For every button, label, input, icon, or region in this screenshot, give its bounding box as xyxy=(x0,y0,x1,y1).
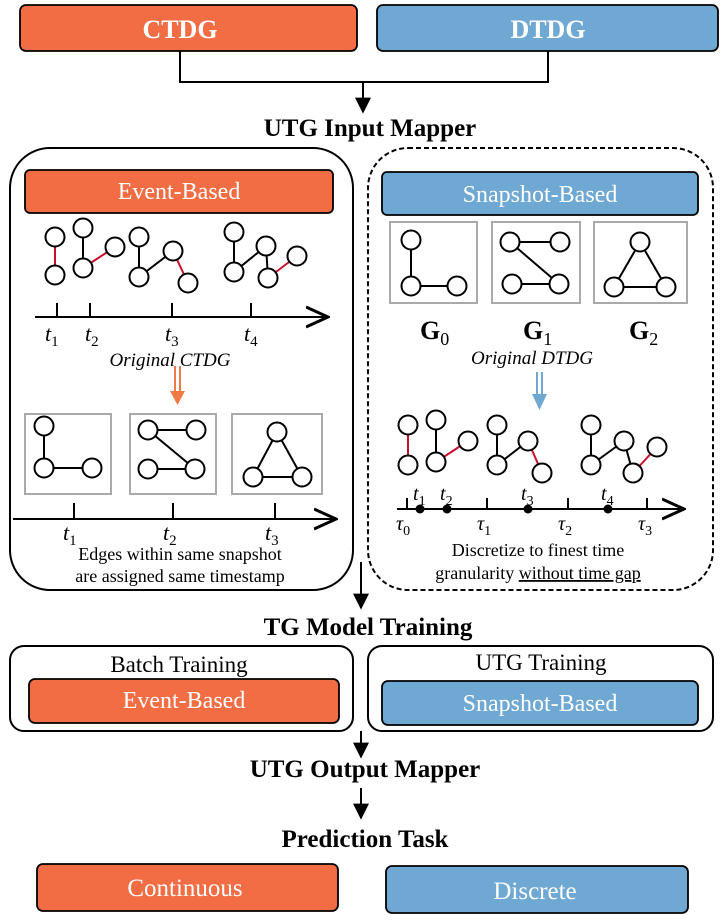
graph-label-g1: G1 xyxy=(523,316,552,349)
input-mapper-title: UTG Input Mapper xyxy=(264,115,477,142)
graph-label-g2: G2 xyxy=(629,316,658,349)
prediction-title: Prediction Task xyxy=(282,826,449,853)
dtdg-tick-t2: t2 xyxy=(440,483,453,509)
original-ctdg-caption: Original CTDG xyxy=(110,350,231,371)
snapshot-panel-header: Snapshot-Based xyxy=(463,182,618,208)
model-training-title: TG Model Training xyxy=(264,614,473,641)
without-time-gap-underlined: without time gap xyxy=(519,563,641,583)
dtdg-timeline: t1 t2 t3 t4 τ0 τ1 τ2 τ3 xyxy=(396,483,684,539)
ctdg-tick-t1: t1 xyxy=(45,321,59,350)
dtdg-tau-1: τ1 xyxy=(477,513,491,539)
snapshot-based-panel: Snapshot-Based G0 G1 G2 xyxy=(367,147,714,591)
discrete-box: Discrete xyxy=(385,865,689,914)
dtdg-tick-t3: t3 xyxy=(521,483,534,509)
event-transform-arrow xyxy=(170,366,185,405)
discrete-label: Discrete xyxy=(493,878,576,905)
event-based-panel: Event-Based xyxy=(9,147,354,591)
continuous-label: Continuous xyxy=(127,875,242,902)
dtdg-label: DTDG xyxy=(510,15,585,44)
ctdg-event-graphs xyxy=(44,217,308,294)
dtdg-tick-t1: t1 xyxy=(413,483,426,509)
ctdg-tick-t4: t4 xyxy=(244,321,258,350)
snapshot-tick-t1: t1 xyxy=(63,520,77,549)
batch-training-panel: Batch Training Event-Based xyxy=(9,645,354,732)
dtdg-snapshot-frames xyxy=(389,221,688,304)
dtdg-tau-0: τ0 xyxy=(396,513,410,539)
batch-training-title: Batch Training xyxy=(110,652,248,677)
event-note-line2: are assigned same timestamp xyxy=(75,566,284,586)
output-mapper-title: UTG Output Mapper xyxy=(250,756,481,783)
utg-snapshot-based-label: Snapshot-Based xyxy=(463,691,618,717)
ctdg-snapshot-timeline: t1 t2 t3 xyxy=(13,503,336,549)
event-panel-header: Event-Based xyxy=(118,179,241,205)
dtdg-tau-2: τ2 xyxy=(558,513,572,539)
dtdg-box: DTDG xyxy=(376,4,719,52)
utg-training-title: UTG Training xyxy=(476,650,607,675)
batch-event-based-label: Event-Based xyxy=(123,688,246,714)
continuous-box: Continuous xyxy=(36,863,339,912)
ctdg-box: CTDG xyxy=(19,4,358,52)
ctdg-label: CTDG xyxy=(142,15,217,44)
dtdg-event-graphs xyxy=(397,409,668,484)
ctdg-snapshot-frames xyxy=(24,413,323,495)
snapshot-tick-t3: t3 xyxy=(265,520,279,549)
ctdg-tick-t2: t2 xyxy=(85,321,99,350)
dtdg-tick-t4: t4 xyxy=(601,483,614,509)
original-dtdg-caption: Original DTDG xyxy=(471,348,593,369)
snapshot-note-line1: Discretize to finest time xyxy=(452,540,624,560)
ctdg-tick-t3: t3 xyxy=(165,321,179,350)
event-note-line1: Edges within same snapshot xyxy=(78,544,281,564)
utg-training-panel: UTG Training Snapshot-Based xyxy=(367,645,714,732)
graph-label-g0: G0 xyxy=(420,316,449,349)
merge-connector xyxy=(179,51,549,114)
snapshot-note-line2: granularity without time gap xyxy=(435,563,640,583)
snapshot-transform-arrow xyxy=(532,372,547,410)
ctdg-timeline: t1 t2 t3 t4 xyxy=(35,303,328,350)
snapshot-tick-t2: t2 xyxy=(163,520,177,549)
dtdg-tau-3: τ3 xyxy=(638,513,652,539)
